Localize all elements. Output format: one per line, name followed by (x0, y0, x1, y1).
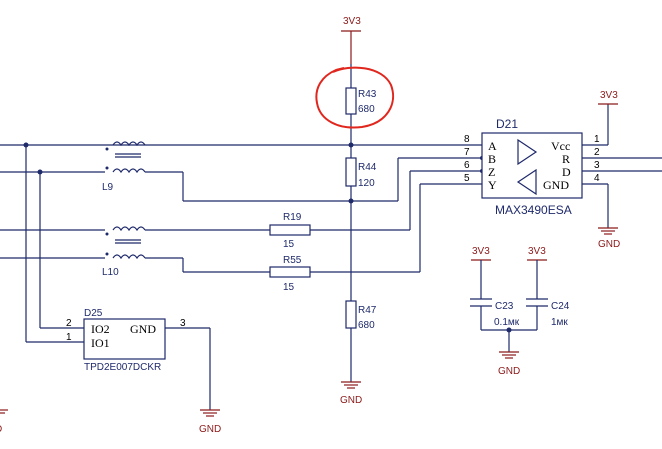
pin-name: Y (488, 178, 497, 192)
pin-number: 1 (66, 332, 72, 343)
vcc-label: 3V3 (528, 246, 546, 257)
resistor-value: 680 (358, 320, 375, 331)
vcc-symbol-r43: 3V3 (341, 16, 361, 64)
ic-d21[interactable]: D21 8 7 6 5 A B Z Y Vcc R D GND 1 2 3 4 … (464, 117, 600, 217)
resistor-r47[interactable]: R47 680 (345, 300, 377, 331)
ic-d25[interactable]: D25 2 1 IO2 IO1 GND 3 TPD2E007DCKR (66, 308, 186, 373)
pin-name: GND (130, 322, 156, 336)
ic-ref: D21 (496, 117, 518, 131)
pin-name: IO1 (91, 336, 110, 350)
resistor-ref: R44 (358, 162, 377, 173)
inductor-l9[interactable]: L9 (102, 141, 146, 193)
resistor-value: 15 (283, 282, 295, 293)
pin-name: GND (543, 178, 569, 192)
pin-number: 6 (464, 160, 470, 171)
pin-number: 2 (594, 147, 600, 158)
vcc-symbol-c23: 3V3 (471, 246, 491, 261)
resistor-r43[interactable]: R43 680 (345, 64, 377, 145)
pin-name: B (488, 152, 496, 166)
capacitor-ref: C23 (495, 301, 514, 312)
gnd-label: GND (340, 395, 362, 406)
capacitor-c24[interactable]: C24 1мк (526, 260, 570, 330)
pin-name: Vcc (551, 139, 570, 153)
resistor-value: 680 (358, 104, 375, 115)
pin-number: 2 (66, 318, 72, 329)
receiver-triangle-icon (517, 138, 538, 166)
highlight-circle (315, 66, 395, 129)
gnd-label: GND (0, 424, 2, 435)
resistor-value: 15 (283, 239, 295, 250)
pin-number: 1 (594, 134, 600, 145)
pin-number: 8 (464, 134, 470, 145)
pin-name: A (488, 139, 497, 153)
gnd-label: GND (598, 239, 620, 250)
vcc-label: 3V3 (472, 246, 490, 257)
resistor-ref: R55 (283, 255, 302, 266)
resistor-value: 120 (358, 178, 375, 189)
pin-number: 3 (180, 318, 186, 329)
inductor-l10[interactable]: L10 (102, 226, 146, 278)
resistor-ref: R47 (358, 305, 377, 316)
gnd-label: GND (498, 366, 520, 377)
gnd-symbol-edge: GND (0, 409, 8, 435)
pin-name: R (562, 152, 570, 166)
pin-name: Z (488, 165, 495, 179)
gnd-symbol-caps: GND (498, 351, 520, 377)
pin-number: 3 (594, 160, 600, 171)
resistor-r44[interactable]: R44 120 (345, 145, 377, 201)
pin-number: 4 (594, 173, 600, 184)
inductor-ref: L10 (102, 267, 119, 278)
inductor-ref: L9 (102, 182, 114, 193)
ic-part-number: MAX3490ESA (495, 203, 572, 217)
gnd-label: GND (199, 424, 221, 435)
vcc-label: 3V3 (600, 90, 618, 101)
resistor-r55[interactable]: R55 15 (269, 255, 311, 293)
vcc-label: 3V3 (343, 16, 361, 27)
vcc-symbol-c24: 3V3 (527, 246, 547, 261)
driver-triangle-icon (516, 168, 537, 196)
resistor-r19[interactable]: R19 15 (269, 212, 311, 250)
vcc-symbol-d21: 3V3 (598, 90, 618, 105)
pin-number: 7 (464, 147, 470, 158)
resistor-ref: R19 (283, 212, 302, 223)
resistor-ref: R43 (358, 89, 377, 100)
ic-ref: D25 (84, 308, 103, 319)
capacitor-value: 0.1мк (494, 317, 520, 328)
pin-number: 5 (464, 173, 470, 184)
capacitor-ref: C24 (551, 301, 570, 312)
pin-name: IO2 (91, 322, 110, 336)
ic-part-number: TPD2E007DCKR (84, 362, 161, 373)
gnd-symbol-d25: GND (199, 409, 221, 435)
gnd-symbol-d21: GND (598, 227, 620, 250)
pin-name: D (562, 165, 571, 179)
capacitor-c23[interactable]: C23 0.1мк (470, 260, 520, 330)
gnd-symbol-r47: GND (340, 381, 362, 406)
capacitor-value: 1мк (551, 317, 568, 328)
